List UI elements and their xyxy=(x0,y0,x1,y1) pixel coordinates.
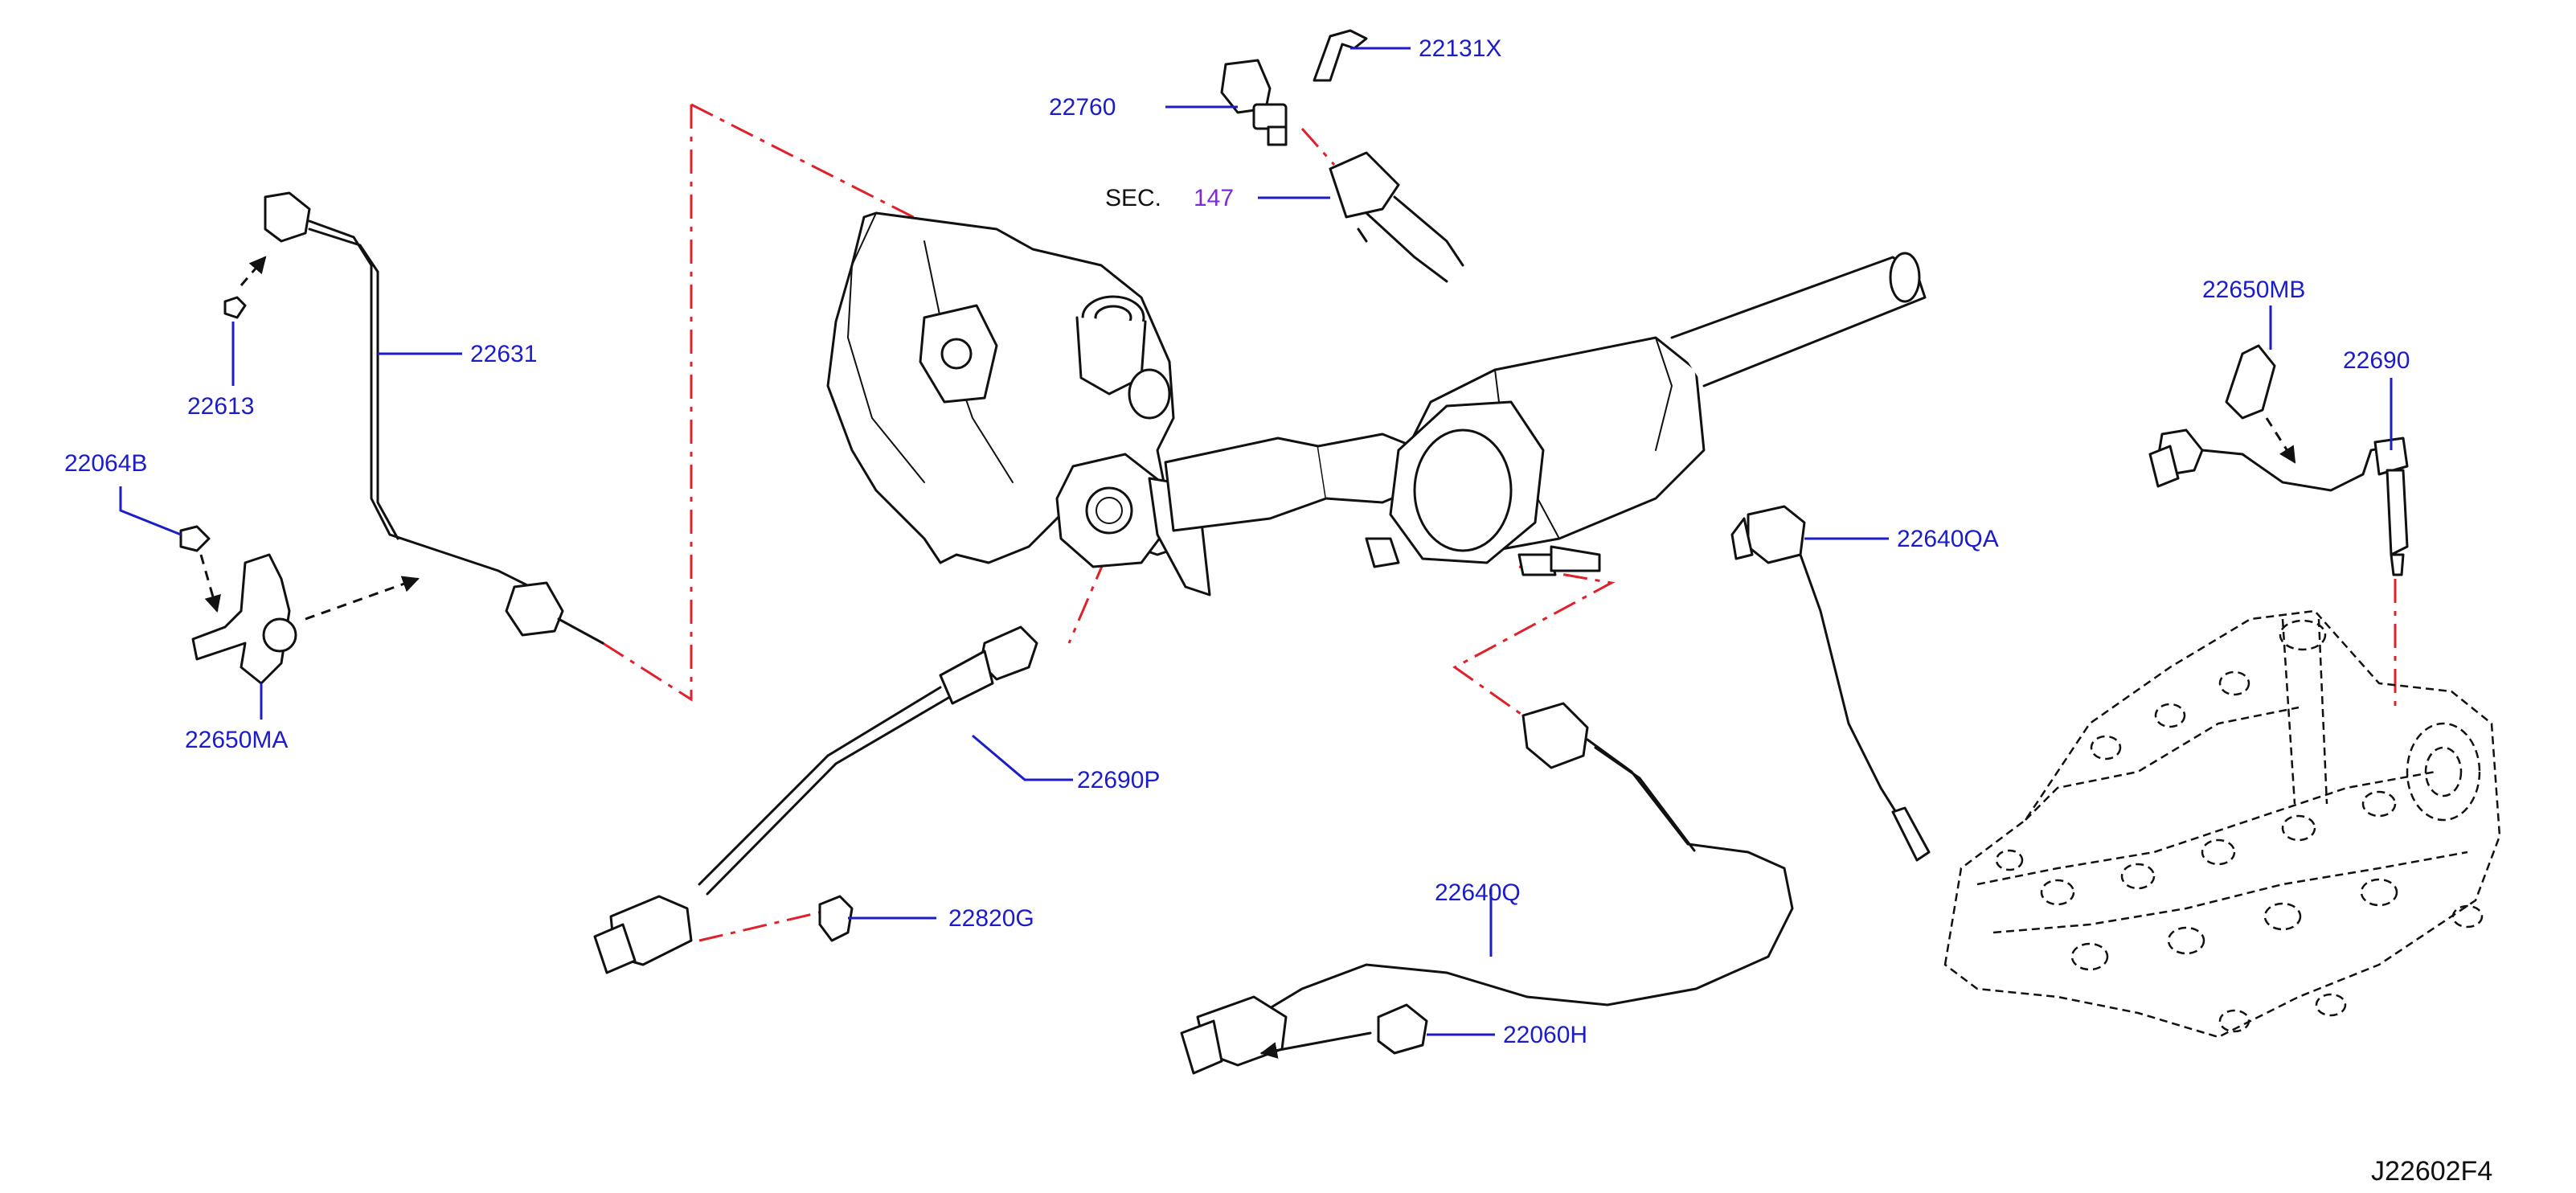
label-22613: 22613 xyxy=(187,393,254,420)
label-22631: 22631 xyxy=(470,341,537,367)
oxygen-sensor-22690 xyxy=(2148,428,2409,576)
label-sec-number[interactable]: 147 xyxy=(1194,185,1234,211)
clip-22131X xyxy=(1313,29,1368,82)
label-22640Q: 22640Q xyxy=(1435,879,1521,906)
bracket-22650MA xyxy=(179,525,420,685)
bracket-22060H xyxy=(1259,1003,1428,1059)
label-22690P: 22690P xyxy=(1077,767,1160,793)
label-22131X: 22131X xyxy=(1419,35,1501,62)
label-22640QA: 22640QA xyxy=(1897,526,1999,552)
label-22760: 22760 xyxy=(1049,94,1116,121)
hose-sec-147 xyxy=(1329,151,1464,283)
exhaust-temp-sensor-22640QA xyxy=(1730,505,1931,862)
exhaust-temp-sensor-22631 xyxy=(223,191,604,645)
air-fuel-sensor-22690P xyxy=(593,625,1038,974)
label-22060H: 22060H xyxy=(1503,1022,1587,1048)
label-22820G: 22820G xyxy=(948,905,1034,932)
label-22064B: 22064B xyxy=(64,450,147,477)
label-22650MA: 22650MA xyxy=(185,727,288,753)
label-22650MB: 22650MB xyxy=(2202,277,2305,303)
temperature-sensor-22760 xyxy=(1220,59,1288,146)
catalytic-converter-assembly xyxy=(826,211,1927,596)
leader-lines xyxy=(119,47,2393,1036)
label-sec-prefix: SEC. xyxy=(1105,185,1161,211)
cylinder-head-phantom xyxy=(1943,609,2501,1039)
clip-22820G xyxy=(818,895,854,942)
diagram-code: J22602F4 xyxy=(2371,1156,2492,1187)
bracket-22650MB xyxy=(2225,344,2296,464)
label-22690: 22690 xyxy=(2343,347,2410,374)
